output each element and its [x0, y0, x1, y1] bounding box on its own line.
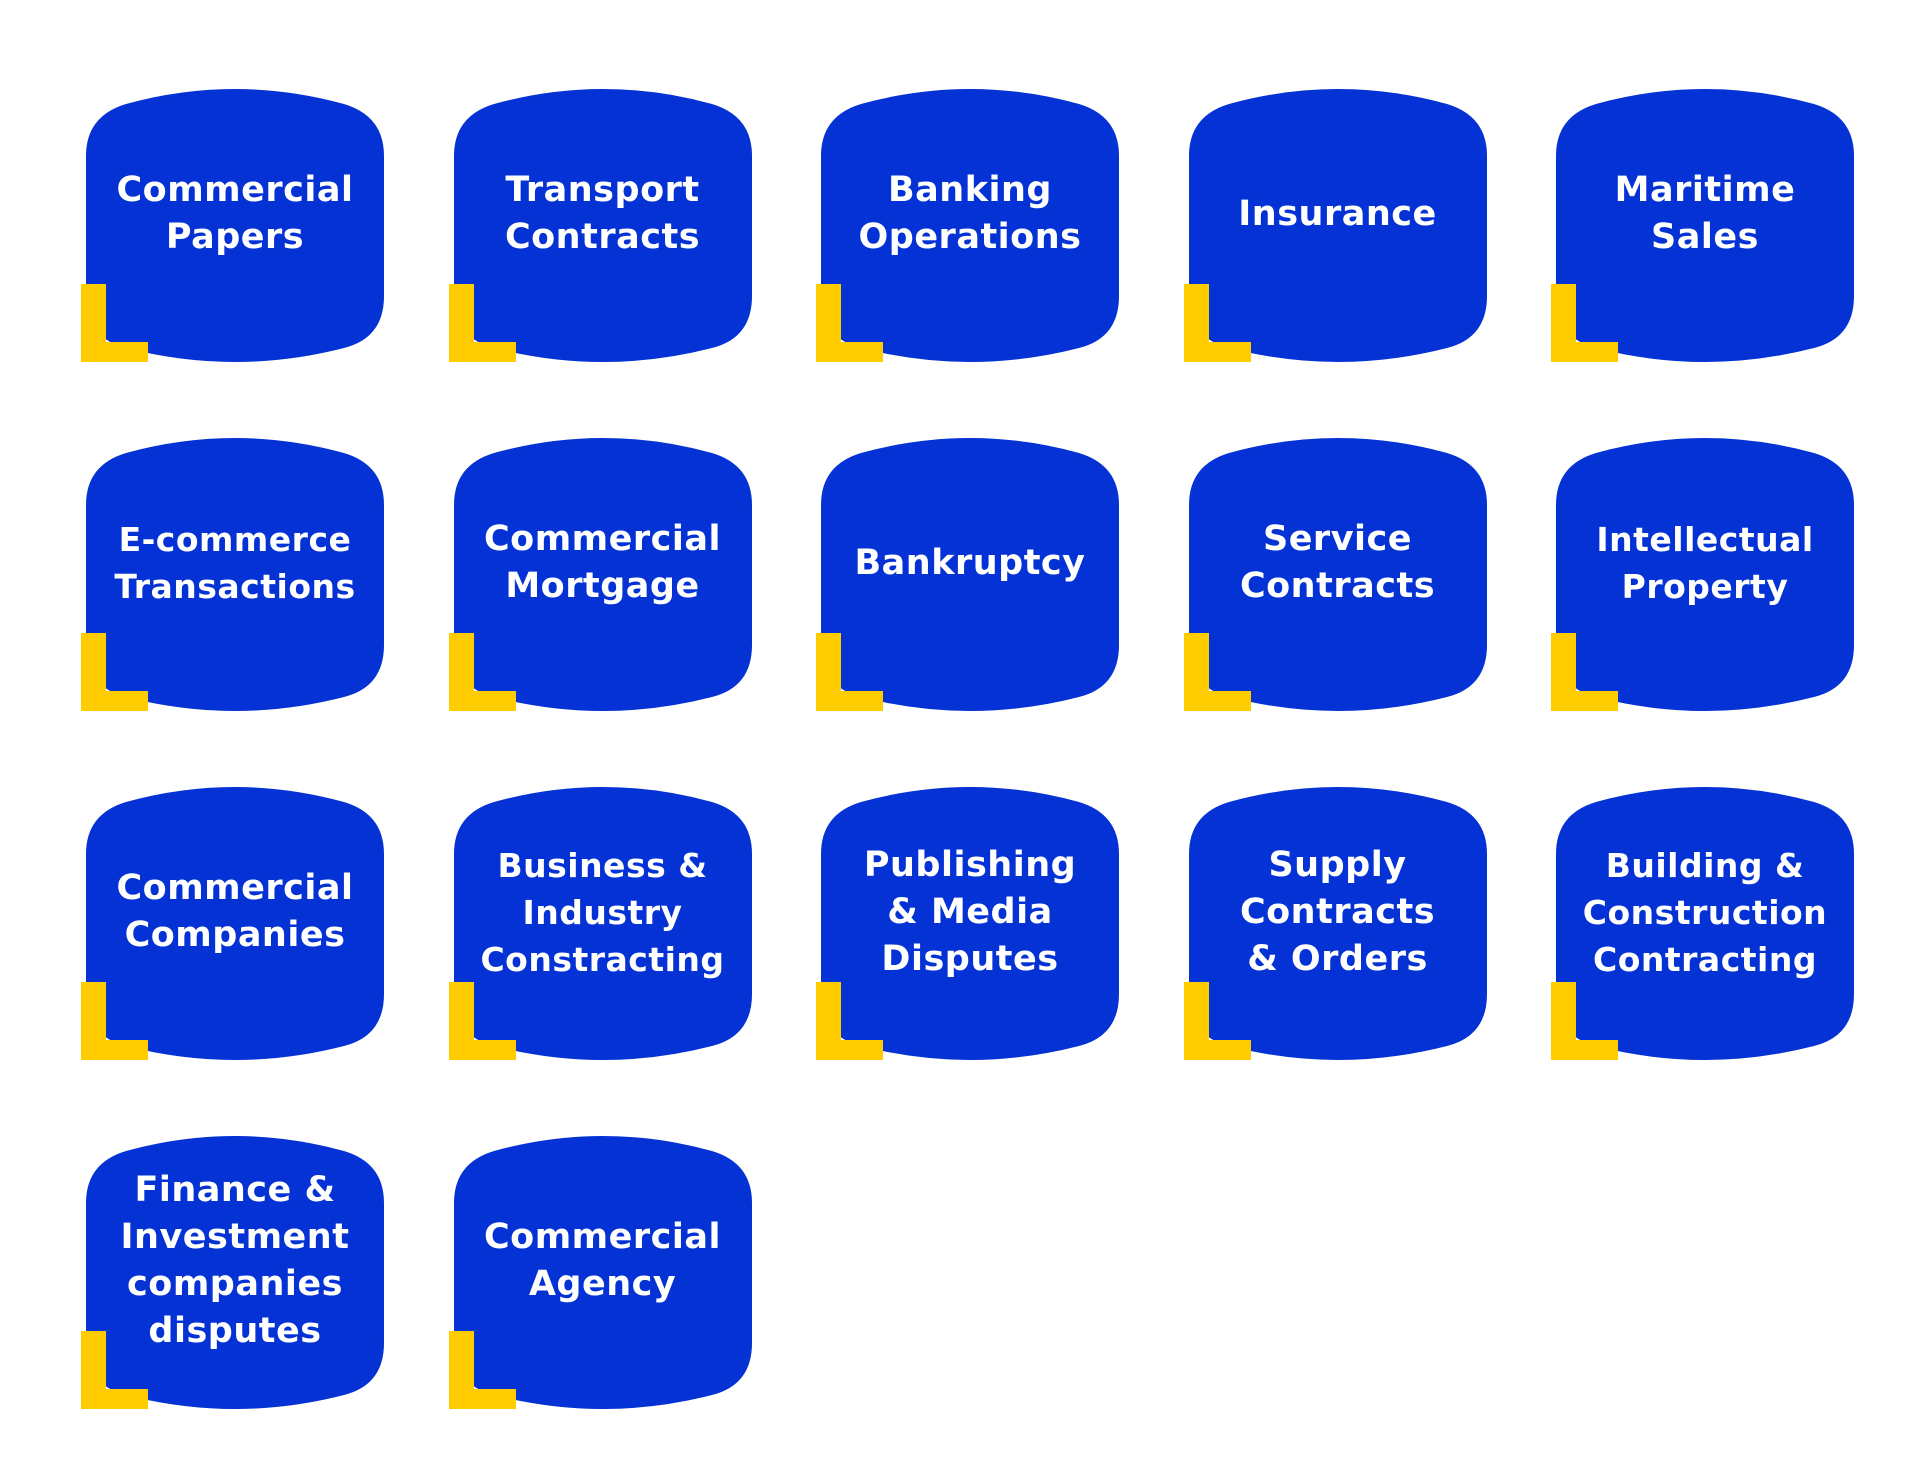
tile-finance-investment-companies-disputes[interactable]: Finance & Investment companies disputes [81, 1133, 384, 1413]
corner-accent-icon [448, 284, 516, 362]
tile-bankruptcy[interactable]: Bankruptcy [816, 435, 1119, 715]
tile-label: Business & Industry Constracting [480, 845, 725, 979]
tile-label: Commercial Mortgage [483, 519, 722, 606]
tile-background [453, 1136, 752, 1409]
tile-label: Supply Contracts & Orders [1239, 844, 1436, 979]
tile-background [453, 787, 752, 1060]
tile-background [1188, 89, 1487, 362]
corner-accent-icon [81, 982, 148, 1060]
tile-background [1188, 787, 1487, 1060]
tile-label: Intellectual Property [1596, 520, 1814, 606]
tile-background [1556, 787, 1854, 1060]
tile-banking-operations[interactable]: Banking Operations [816, 86, 1119, 366]
tile-service-contracts[interactable]: Service Contracts [1183, 435, 1487, 715]
tile-label: Banking Operations [858, 170, 1082, 257]
tile-label: Maritime Sales [1614, 170, 1796, 257]
tile-building-construction-contracting[interactable]: Building & Construction Contracting [1551, 784, 1854, 1064]
tile-commercial-papers[interactable]: Commercial Papers [81, 86, 384, 366]
tile-label: Finance & Investment companies disputes [120, 1170, 350, 1351]
tile-business-industry-constracting[interactable]: Business & Industry Constracting [448, 784, 752, 1064]
tile-background [86, 438, 384, 711]
tile-commercial-mortgage[interactable]: Commercial Mortgage [448, 435, 752, 715]
tile-background [821, 787, 1119, 1060]
tile-intellectual-property[interactable]: Intellectual Property [1551, 435, 1854, 715]
tile-background [1556, 438, 1854, 711]
corner-accent-icon [1183, 284, 1251, 362]
tile-label: Publishing & Media Disputes [863, 844, 1077, 979]
tile-background [86, 787, 384, 1060]
tile-background [453, 89, 752, 362]
corner-accent-icon [1183, 633, 1251, 711]
tile-e-commerce-transactions[interactable]: E-commerce Transactions [81, 435, 384, 715]
tile-label: Commercial Papers [116, 170, 354, 257]
tile-label: Insurance [1238, 193, 1437, 234]
corner-accent-icon [448, 633, 516, 711]
corner-accent-icon [1183, 982, 1251, 1060]
tile-label: Bankruptcy [854, 542, 1086, 583]
corner-accent-icon [1551, 982, 1618, 1060]
tile-background [821, 438, 1119, 711]
tile-label: Transport Contracts [504, 170, 701, 257]
corner-accent-icon [816, 633, 883, 711]
corner-accent-icon [816, 982, 883, 1060]
tile-transport-contracts[interactable]: Transport Contracts [448, 86, 752, 366]
corner-accent-icon [816, 284, 883, 362]
tile-background [821, 89, 1119, 362]
tile-maritime-sales[interactable]: Maritime Sales [1551, 86, 1854, 366]
corner-accent-icon [1551, 633, 1618, 711]
tile-background [86, 1136, 384, 1409]
tile-label: Service Contracts [1239, 519, 1436, 606]
corner-accent-icon [448, 982, 516, 1060]
tile-commercial-companies[interactable]: Commercial Companies [81, 784, 384, 1064]
tile-supply-contracts-orders[interactable]: Supply Contracts & Orders [1183, 784, 1487, 1064]
tile-label: Commercial Companies [116, 868, 354, 955]
corner-accent-icon [448, 1331, 516, 1409]
tile-insurance[interactable]: Insurance [1183, 86, 1487, 366]
tile-background [86, 89, 384, 362]
tile-background [1556, 89, 1854, 362]
corner-accent-icon [1551, 284, 1618, 362]
corner-accent-icon [81, 284, 148, 362]
corner-accent-icon [81, 1331, 148, 1409]
tile-label: Commercial Agency [483, 1217, 722, 1304]
tile-label: E-commerce Transactions [114, 520, 356, 606]
tile-commercial-agency[interactable]: Commercial Agency [448, 1133, 752, 1413]
tile-publishing-media-disputes[interactable]: Publishing & Media Disputes [816, 784, 1119, 1064]
tile-label: Building & Construction Contracting [1582, 845, 1828, 979]
tile-background [453, 438, 752, 711]
tile-background [1188, 438, 1487, 711]
corner-accent-icon [81, 633, 148, 711]
